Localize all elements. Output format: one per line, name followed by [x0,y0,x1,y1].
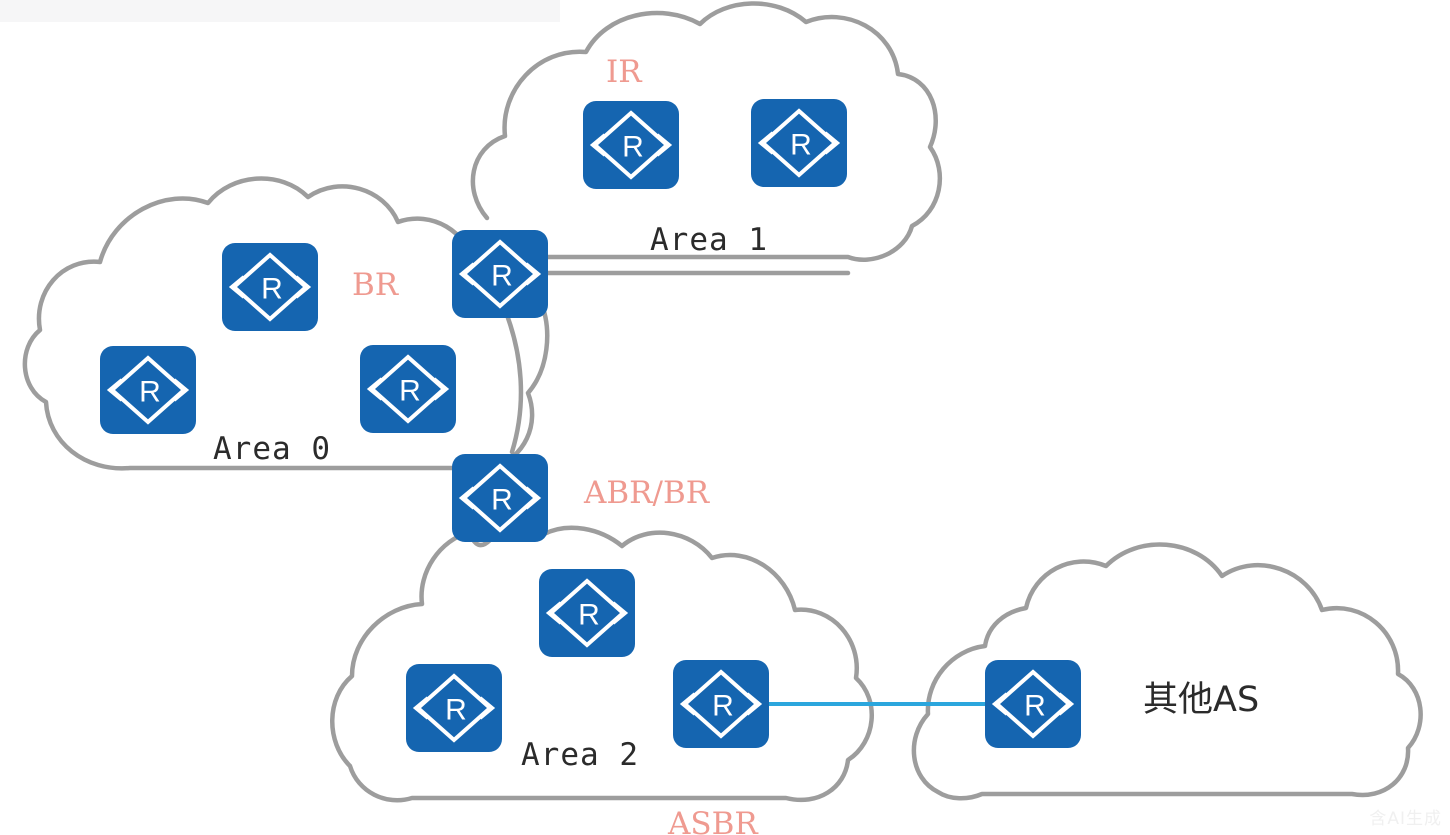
router-a1-1[interactable] [583,101,679,189]
router-asbr[interactable] [673,660,769,748]
router-a2-top[interactable] [539,569,635,657]
router-abr-br[interactable] [452,454,548,542]
router-a0-right[interactable] [360,345,456,433]
role-label-asbr: ASBR [667,806,759,835]
router-a0-top[interactable] [222,243,318,331]
top-band [0,0,560,22]
router-br[interactable] [452,230,548,318]
link-br-down [505,315,524,455]
role-label-br: BR [352,267,400,303]
watermark: 含AI生成 [1369,809,1442,829]
router-a2-left[interactable] [406,664,502,752]
role-label-abr-br: ABR/BR [583,475,711,511]
area-label-area-0: Area 0 [213,431,331,467]
router-a0-left[interactable] [100,346,196,434]
router-other-as[interactable] [985,660,1081,748]
area-label-area-2: Area 2 [521,737,639,773]
router-a1-2[interactable] [751,99,847,187]
area-1-cloud-group [457,1,943,262]
area-1-cloud-shape [457,1,943,262]
area-label-area-1: Area 1 [650,222,768,258]
role-label-ir: IR [606,54,643,90]
area-label-other-as: 其他AS [1143,680,1259,720]
